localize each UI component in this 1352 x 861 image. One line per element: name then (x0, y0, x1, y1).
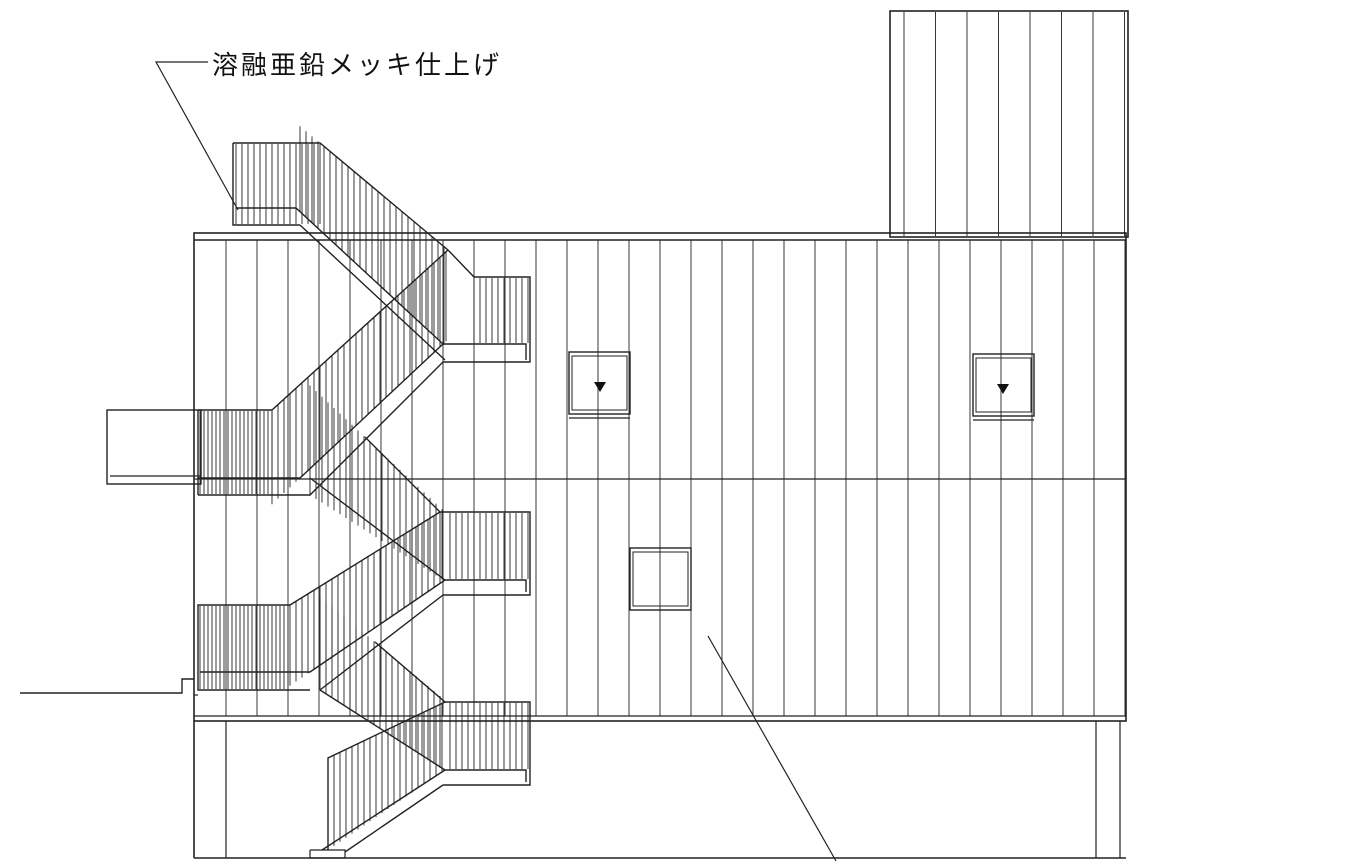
finish-note-label: 溶融亜鉛メッキ仕上げ (212, 51, 502, 81)
entrance-canopy (106, 409, 202, 485)
wall-leader-line (707, 635, 837, 861)
wall-panel-ribs (225, 240, 1126, 716)
exterior-staircase (197, 126, 531, 859)
window-lower (629, 547, 692, 611)
ground-line (20, 678, 198, 696)
roof-tower (889, 10, 1129, 238)
triangle-down-icon (594, 382, 606, 392)
tower-panel-ribs (903, 12, 1125, 236)
vent-window-left (568, 351, 631, 419)
triangle-down-icon (997, 384, 1009, 394)
finish-note-leader (154, 61, 239, 211)
vent-window-right (972, 353, 1035, 421)
